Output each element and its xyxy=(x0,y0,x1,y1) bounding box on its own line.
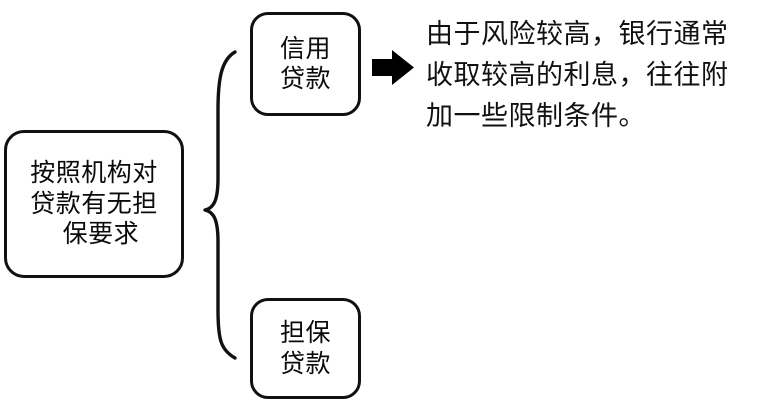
note-line-1: 由于风险较高，银行通常 xyxy=(426,19,729,49)
arrow-right-icon xyxy=(370,48,416,88)
node-credit-line-1: 信用 xyxy=(279,34,331,63)
arrow-right-svg xyxy=(372,50,414,85)
note-explanation: 由于风险较高，银行通常 收取较高的利息，往往附 加一些限制条件。 xyxy=(426,14,752,137)
node-secured-line-2: 贷款 xyxy=(279,349,331,378)
node-secured-line-1: 担保 xyxy=(279,319,331,347)
node-branch-credit-loan[interactable]: 信用 贷款 xyxy=(250,12,361,116)
node-branch-secured-loan[interactable]: 担保 贷款 xyxy=(250,298,361,399)
curly-brace-svg xyxy=(203,50,237,360)
curly-brace-icon xyxy=(196,50,244,370)
node-root-classification[interactable]: 按照机构对 贷款有无担 保要求 xyxy=(4,130,184,278)
node-root-line-1: 按照机构对 xyxy=(30,159,158,188)
note-line-2: 收取较高的利息，往往附 xyxy=(426,60,729,90)
node-root-line-2: 贷款有无担 xyxy=(30,189,158,218)
node-root-line-3: 保要求 xyxy=(62,220,140,249)
node-credit-line-2: 贷款 xyxy=(279,65,331,93)
note-line-3: 加一些限制条件。 xyxy=(426,101,646,131)
